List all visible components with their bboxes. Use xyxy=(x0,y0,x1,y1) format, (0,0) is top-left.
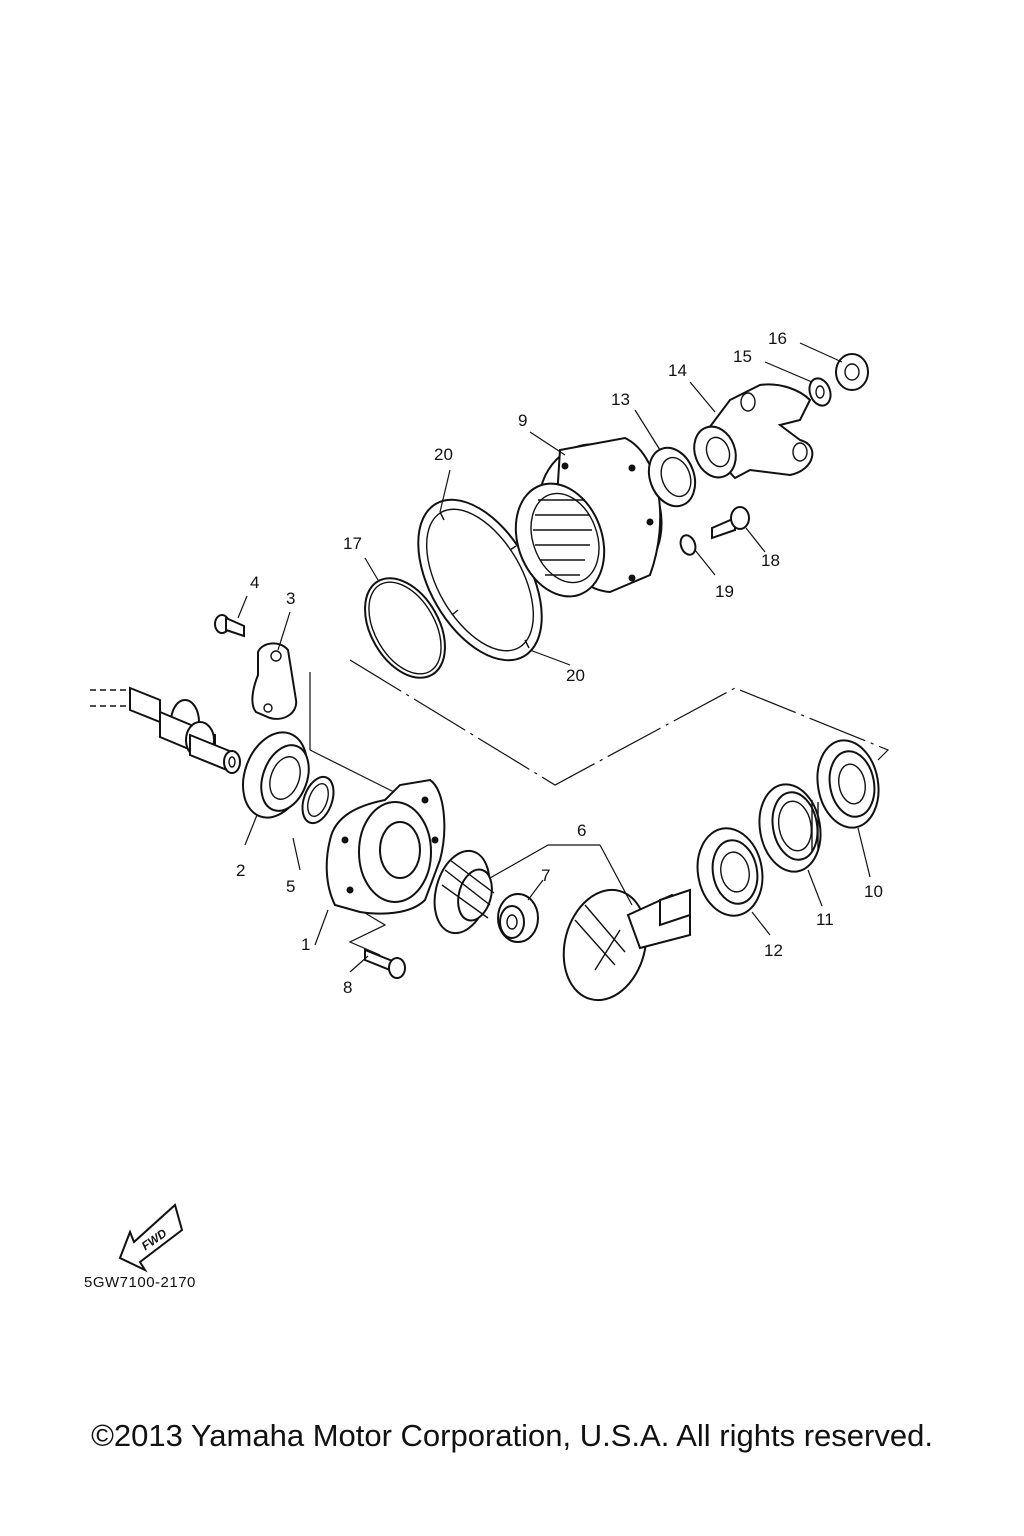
oil-seal-part-2 xyxy=(242,731,310,819)
callout-18: 18 xyxy=(761,551,780,570)
washer-part-19 xyxy=(679,534,697,556)
callout-9: 9 xyxy=(518,411,527,430)
bearing-retainer-part-11 xyxy=(758,783,822,873)
callout-15: 15 xyxy=(733,347,752,366)
callout-labels: 1 2 3 4 5 6 7 8 9 10 11 12 13 14 15 16 1… xyxy=(236,329,883,997)
bearing-part-12 xyxy=(696,827,764,917)
bearing-housing-part-1 xyxy=(325,778,446,915)
callout-17: 17 xyxy=(343,534,362,553)
leader-lines xyxy=(237,342,871,973)
fwd-arrow-icon: FWD xyxy=(118,1203,184,1273)
callout-5: 5 xyxy=(286,877,295,896)
drive-shaft-part xyxy=(90,686,241,774)
callout-14: 14 xyxy=(668,361,687,380)
callout-11: 11 xyxy=(816,910,834,929)
bolt-part-18 xyxy=(711,506,750,540)
callout-4: 4 xyxy=(250,573,259,592)
callout-6: 6 xyxy=(577,821,586,840)
yoke-part-14 xyxy=(693,383,814,480)
callout-19: 19 xyxy=(715,582,734,601)
callout-3: 3 xyxy=(286,589,295,608)
o-ring-part-17 xyxy=(364,577,446,679)
callout-8: 8 xyxy=(343,978,352,997)
ring-gear-part-6b xyxy=(562,888,691,1002)
seal-part-13 xyxy=(647,446,697,508)
callout-13: 13 xyxy=(611,390,630,409)
lock-plate-part-3 xyxy=(251,642,298,720)
callout-12: 12 xyxy=(764,941,783,960)
catalog-code: 5GW7100-2170 xyxy=(84,1274,196,1291)
callout-1: 1 xyxy=(301,935,310,954)
callout-7: 7 xyxy=(541,866,550,885)
washer-part-15 xyxy=(808,377,832,407)
pinion-gear-part-6a xyxy=(433,849,495,935)
nut-part-7 xyxy=(497,893,539,943)
copyright-notice: ©2013 Yamaha Motor Corporation, U.S.A. A… xyxy=(91,1418,933,1453)
gear-housing-part-9 xyxy=(514,436,663,598)
callout-16: 16 xyxy=(768,329,787,348)
callout-20-bottom: 20 xyxy=(566,666,585,685)
screw-part-4 xyxy=(214,614,245,638)
assembly-lines xyxy=(309,659,890,956)
nut-part-16 xyxy=(835,353,869,391)
callout-20-top: 20 xyxy=(434,445,453,464)
callout-2: 2 xyxy=(236,861,245,880)
bolt-part-8 xyxy=(364,948,406,979)
o-ring-part-5 xyxy=(301,775,335,825)
callout-10: 10 xyxy=(864,882,883,901)
bearing-part-10 xyxy=(816,739,880,829)
